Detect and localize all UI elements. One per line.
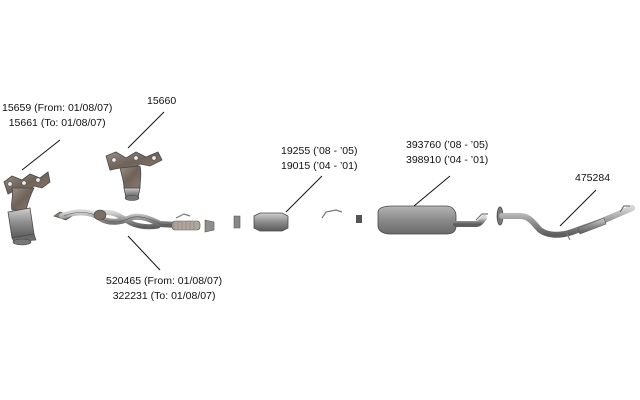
label-front-manifold-line1: 15659 (From: 01/08/07)	[2, 102, 113, 114]
leader-line-converter	[285, 175, 323, 213]
leader-line-rear-manifold	[127, 111, 165, 149]
label-rear-manifold-line1: 15660	[147, 95, 177, 107]
leader-line-muffler	[413, 175, 451, 207]
tailpipe-assembly	[496, 205, 635, 241]
label-tailpipe: 475284	[575, 171, 610, 186]
label-front-manifold: 15659 (From: 01/08/07) 15661 (To: 01/08/…	[2, 101, 112, 131]
label-front-manifold-line2: 15661 (To: 01/08/07)	[8, 117, 106, 129]
label-converter-line1: 19255 (’08 - ’05)	[281, 145, 358, 157]
leader-line-front-pipe	[127, 235, 161, 271]
label-front-pipe: 520465 (From: 01/08/07) 322231 (To: 01/0…	[106, 274, 222, 304]
label-muffler-line1: 393760 (’08 - ’05)	[406, 139, 489, 151]
front-pipe-assembly	[53, 209, 215, 233]
leader-line-front-manifold	[21, 139, 61, 171]
label-muffler: 393760 (’08 - ’05) 398910 (’04 - ’01)	[406, 138, 488, 168]
label-muffler-line2: 398910 (’04 - ’01)	[406, 154, 489, 166]
label-front-pipe-line2: 322231 (To: 01/08/07)	[112, 290, 216, 302]
label-converter-line2: 19015 (’04 - ’01)	[281, 160, 358, 172]
label-converter: 19255 (’08 - ’05) 19015 (’04 - ’01)	[281, 144, 357, 174]
label-rear-manifold: 15660	[147, 94, 176, 109]
label-tailpipe-line1: 475284	[575, 172, 611, 184]
rear-exhaust-manifold	[105, 151, 163, 201]
leader-line-tailpipe	[559, 189, 597, 227]
label-front-pipe-line1: 520465 (From: 01/08/07)	[106, 275, 223, 287]
front-exhaust-manifold	[3, 171, 51, 246]
muffler-assembly	[356, 205, 488, 235]
catalytic-converter-pipe	[233, 209, 346, 232]
